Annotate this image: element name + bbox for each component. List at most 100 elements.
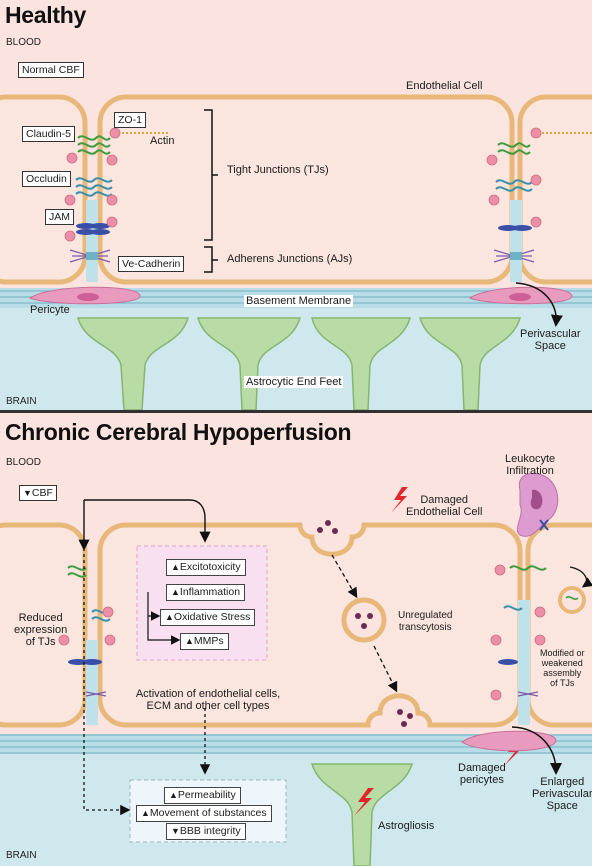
damaged-endothelial-label: Damaged Endothelial Cell [406,494,483,518]
down-triangle-icon [171,825,180,837]
cbf-text: CBF [31,487,53,499]
cch-jam [68,659,518,665]
ve-cadherin-left [69,249,111,263]
permeability-box: Permeability [164,787,241,804]
vesicle-right-arrow [569,566,592,588]
enlarged-perivascular-arrow [511,726,562,775]
inflammation-box: Inflammation [166,584,246,601]
ccs-panel [0,413,592,866]
leukocyte-infiltration-label: Leukocyte Infiltration [505,453,556,477]
damage-bolt-endothelial [391,487,408,513]
actin-label: Actin [150,135,175,147]
reduced-expression-label: Reduced expression of TJs [14,612,68,648]
brain-region-2 [0,735,592,866]
astrogliosis-label: Astrogliosis [378,820,435,832]
leukocyte [516,472,559,537]
normal-cbf-label: Normal CBF [18,62,84,78]
healthy-title: Healthy [5,2,86,28]
astrocyte-gliosis [310,763,414,866]
ve-cadherin-label: Ve-Cadherin [118,256,185,272]
up-triangle-icon [171,561,180,573]
vesicle-entry [317,520,338,534]
oxidative-stress-text: Oxidative Stress [173,611,251,623]
zo1-beads [64,127,542,242]
cleft-left [86,200,98,282]
movement-text: Movement of substances [149,807,267,819]
unregulated-transcytosis-label: Unregulated transcytosis [398,610,453,633]
cch-cell-right [525,522,592,728]
damage-bolt-astrocyte [354,788,374,816]
aj-bracket [204,246,218,273]
up-triangle-icon [141,807,150,819]
modified-tjs-label: Modified or weakened assembly of TJs [540,648,585,688]
adherens-junctions-label: Adherens Junctions (AJs) [227,253,353,265]
endothelial-cell-label: Endothelial Cell [406,80,483,92]
endothelial-cell-right [517,94,592,285]
cch-cell-left [0,522,88,728]
bbb-integrity-box: BBB integrity [166,823,246,840]
tj-bracket [204,109,218,241]
occludin-left [75,177,113,197]
occludin-right [495,179,533,192]
cch-ve-cadherin [85,691,539,697]
blood-label: BLOOD [6,37,42,48]
cch-title: Chronic Cerebral Hypoperfusion [5,419,352,445]
movement-box: Movement of substances [136,805,272,822]
vesicle-right [558,586,586,614]
astrocytic-end-feet-label: Astrocytic End Feet [244,376,344,388]
cbf-arrow-main [84,499,211,543]
up-triangle-icon [171,586,180,598]
mech-arrow-1 [147,592,181,645]
claudin5-right [497,142,531,155]
perivascular-arrow [515,282,563,327]
panel-divider [0,410,592,413]
tight-junctions-label: Tight Junctions (TJs) [227,164,329,176]
down-triangle-icon [23,487,32,499]
cleft-right [510,200,522,282]
activation-label: Activation of endothelial cells, ECM and… [135,688,281,712]
cch-beads [58,564,546,701]
claudin5-left [77,135,111,155]
pericyte-nucleus-left [77,293,99,301]
brain-label: BRAIN [6,396,37,407]
transcytosis-arrow-2 [373,645,398,693]
excitotoxicity-box: Excitotoxicity [166,559,246,576]
basement-membrane-band-2 [0,734,592,754]
endothelial-cell-left [0,94,88,285]
claudin5-label: Claudin-5 [22,126,75,142]
mmps-text: MMPs [193,635,224,647]
bbb-integrity-text: BBB integrity [179,825,241,837]
oxidative-stress-box: Oxidative Stress [160,609,256,626]
pericyte-nucleus-right [509,293,531,301]
cch-cleft-left [86,640,98,725]
brain-region [0,290,592,410]
vesicle-transcytosis [341,597,387,643]
occludin-label: Occludin [22,171,71,187]
perivascular-space-label: Perivascular Space [520,328,581,352]
ve-cadherin-right [493,249,535,263]
jam-left [76,223,110,235]
enlarged-perivascular-label: Enlarged Perivascular Space [532,776,592,812]
up-triangle-icon [169,789,178,801]
mmps-box: MMPs [180,633,229,650]
excitotoxicity-text: Excitotoxicity [179,561,241,573]
damaged-pericytes-label: Damaged pericytes [458,762,506,786]
healthy-panel [0,0,592,411]
pericyte-label: Pericyte [30,304,70,316]
up-triangle-icon [165,611,174,623]
blood-label-2: BLOOD [6,457,42,468]
transcytosis-arrow-1 [331,554,358,599]
jam-right [498,225,532,231]
jam-label: JAM [45,209,74,225]
brain-label-2: BRAIN [6,850,37,861]
damaged-pericyte [461,730,557,752]
basement-membrane-label: Basement Membrane [244,295,354,307]
zo1-label: ZO-1 [114,112,146,128]
permeability-text: Permeability [177,789,236,801]
damage-bolt-pericyte [504,738,524,766]
cbf-down-label: CBF [19,485,57,501]
cch-cleft-right [518,600,530,725]
up-triangle-icon [185,635,194,647]
